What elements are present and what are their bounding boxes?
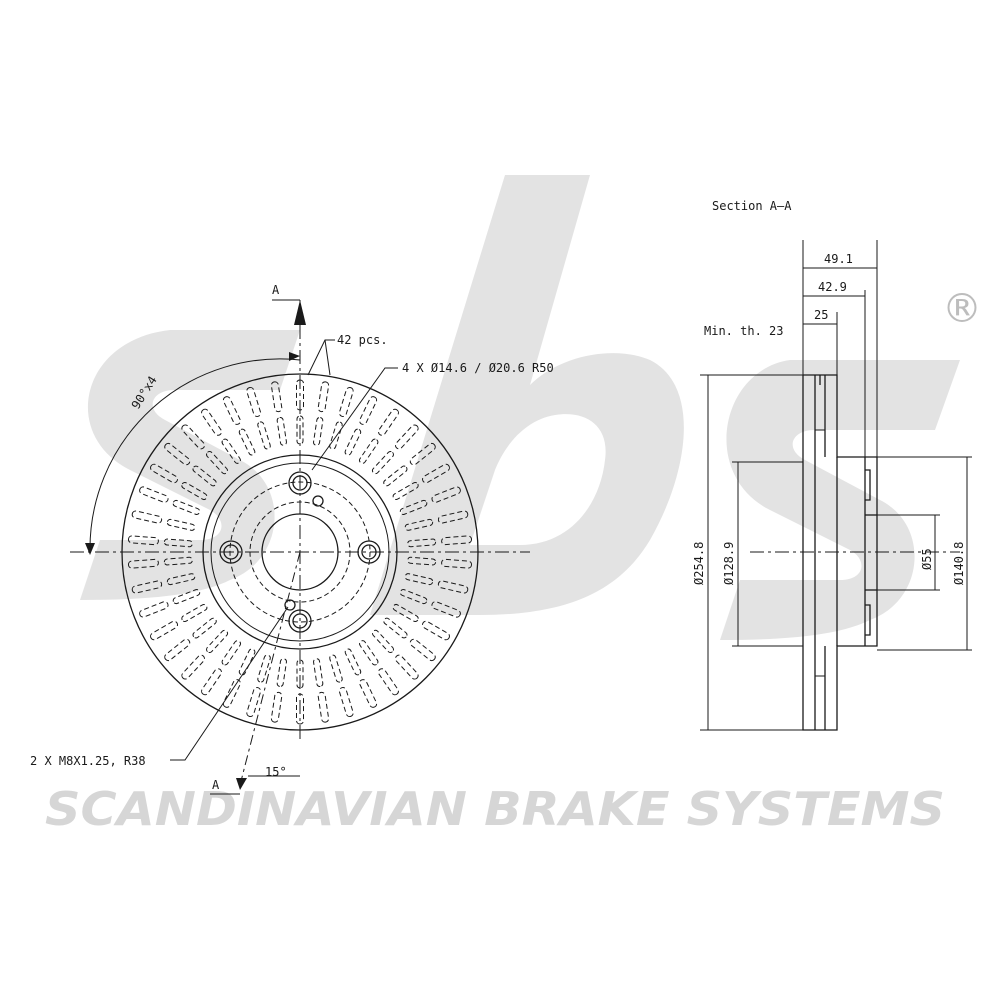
disc-profile [802, 374, 878, 731]
front-view: 90°x4 A 42 pcs. 4 X Ø14.6 / Ø20.6 R50 2 … [30, 283, 554, 795]
cooling-vane [296, 379, 304, 445]
vane-count-label: 42 pcs. [337, 333, 388, 347]
min-thickness-label: Min. th. 23 [704, 324, 783, 338]
bolt-circle [229, 481, 371, 623]
section-marker-bottom: A [212, 778, 220, 792]
cooling-vane [392, 604, 450, 641]
friction-ring-inner-edge [202, 454, 398, 650]
cooling-vane [164, 617, 217, 662]
cooling-vane [392, 463, 450, 500]
cooling-vane [359, 640, 399, 696]
dim-overall-height: 49.1 [824, 252, 853, 266]
cooling-vane [150, 463, 208, 500]
section-title: Section A–A [712, 199, 792, 213]
dim-hub-diameter: Ø140.8 [952, 542, 966, 585]
cooling-vane [131, 510, 196, 531]
cooling-vane [344, 648, 378, 708]
registered-mark: ® [942, 286, 982, 332]
dim-center-bore: Ø55 [920, 548, 934, 570]
threaded-hole-upper [312, 495, 324, 507]
section-marker-top: A [272, 283, 280, 297]
cooling-vane [399, 589, 461, 618]
cooling-vane [383, 617, 436, 662]
angle-offset-label: 15° [265, 765, 287, 779]
section-view: Section A–A Min. th. 23 [692, 199, 972, 731]
angle-arc [89, 358, 301, 553]
dim-disc-thickness: 25 [814, 308, 828, 322]
bolt-hole [288, 471, 312, 495]
cooling-vane [371, 424, 419, 475]
cooling-vane [359, 408, 399, 464]
bolt-hole [219, 540, 243, 564]
cooling-vane [270, 381, 287, 446]
cooling-vane [201, 640, 241, 696]
bolt-hole [288, 609, 312, 633]
cooling-vane [127, 535, 193, 548]
dim-outer-diameter: Ø254.8 [692, 542, 706, 585]
cooling-vane [181, 424, 229, 475]
cooling-vane [181, 629, 229, 680]
cooling-vane [246, 386, 271, 450]
disc-outer-edge [121, 373, 479, 731]
hat-outer-edge [210, 462, 390, 642]
cooling-vane [313, 658, 330, 723]
cooling-vane [127, 556, 193, 569]
brand-tagline: SCANDINAVIAN BRAKE SYSTEMS [45, 782, 945, 836]
bolt-holes-label: 4 X Ø14.6 / Ø20.6 R50 [402, 361, 554, 375]
cooling-vane [270, 658, 287, 723]
dim-hat-diameter: Ø128.9 [722, 542, 736, 585]
cooling-vane [399, 486, 461, 515]
cooling-vane [383, 442, 436, 487]
cooling-vane [222, 396, 256, 456]
cooling-vane [407, 535, 473, 548]
cooling-vane [201, 408, 241, 464]
cooling-vane [344, 396, 378, 456]
cooling-vane [150, 604, 208, 641]
cooling-vane [404, 510, 469, 531]
cooling-vane [246, 654, 271, 718]
cooling-vane [371, 629, 419, 680]
cooling-vane [296, 659, 304, 725]
cooling-vane [139, 486, 201, 515]
sbs-watermark-logo [80, 175, 960, 640]
wheel-bolt-holes [219, 471, 381, 633]
threaded-hole-lower [284, 599, 296, 611]
cooling-vane [329, 386, 354, 450]
cooling-vane [313, 381, 330, 446]
dim-hat-height: 42.9 [818, 280, 847, 294]
cooling-vane [329, 654, 354, 718]
bolt-hole [357, 540, 381, 564]
threaded-holes-label: 2 X M8X1.25, R38 [30, 754, 146, 768]
center-bore [261, 513, 339, 591]
cooling-vane [164, 442, 217, 487]
cooling-vane [139, 589, 201, 618]
center-bore-hidden [249, 501, 351, 603]
